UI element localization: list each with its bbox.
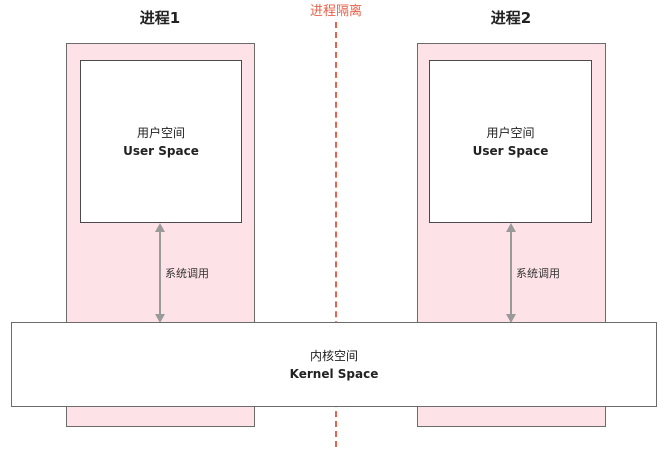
process2-syscall-arrow <box>506 223 516 323</box>
process1-title: 进程1 <box>139 9 181 27</box>
kernel-space-cn: 内核空间 <box>309 348 358 363</box>
process1-user-space-en: User Space <box>123 143 199 158</box>
process2-user-space-en: User Space <box>472 143 549 158</box>
process2-syscall-label: 系统调用 <box>516 267 560 280</box>
process1-user-space: 用户空间 User Space <box>80 60 242 223</box>
process2-title: 进程2 <box>490 9 532 27</box>
process1-syscall-arrow <box>155 223 165 323</box>
process1-user-space-cn: 用户空间 <box>136 125 185 140</box>
isolation-divider <box>335 22 337 447</box>
kernel-space: 内核空间 Kernel Space <box>11 322 657 407</box>
kernel-space-en: Kernel Space <box>289 366 379 381</box>
process2-user-space-cn: 用户空间 <box>486 125 535 140</box>
process2-user-space: 用户空间 User Space <box>429 60 592 223</box>
process-isolation-label: 进程隔离 <box>309 4 362 19</box>
process1-syscall-label: 系统调用 <box>165 267 209 280</box>
